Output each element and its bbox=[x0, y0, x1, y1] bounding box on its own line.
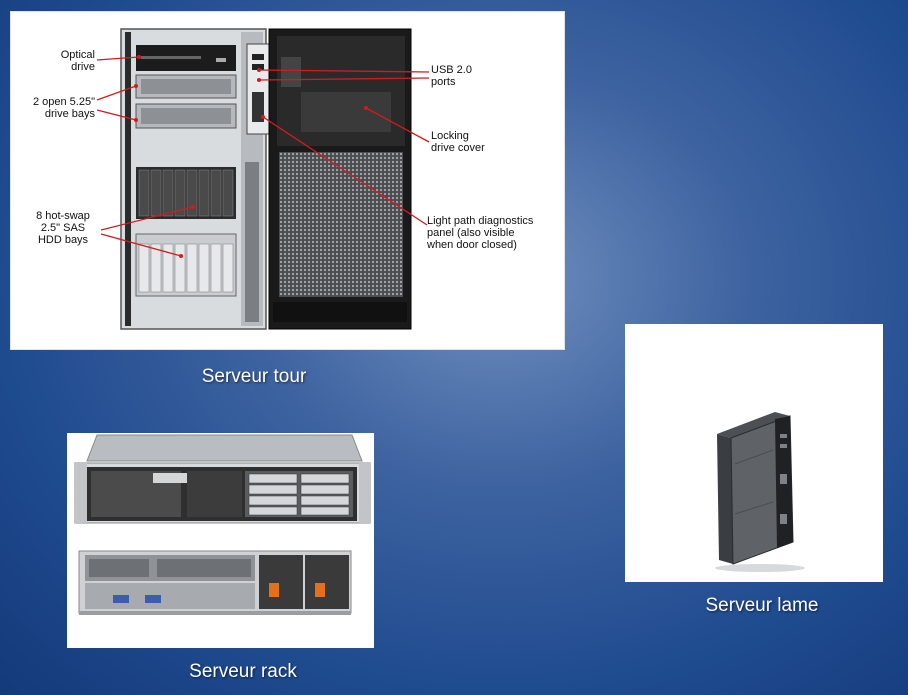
tower-server-illustration bbox=[96, 28, 430, 330]
callout-open-drive-bays: 2 open 5.25" drive bays bbox=[32, 96, 95, 120]
callout-locking-drive-cover: Locking drive cover bbox=[431, 130, 485, 154]
blade-server-image bbox=[625, 324, 883, 582]
rack-server-caption: Serveur rack bbox=[189, 661, 297, 682]
tower-server-image: Optical drive 2 open 5.25" drive bays 8 … bbox=[10, 11, 565, 350]
callout-optical-drive: Optical drive bbox=[60, 49, 95, 73]
rack-server-image bbox=[67, 433, 374, 648]
blade-server-illustration bbox=[715, 412, 805, 572]
callout-usb-ports: USB 2.0 ports bbox=[431, 64, 472, 88]
tower-server-caption: Serveur tour bbox=[201, 366, 307, 387]
callout-hdd-bays: 8 hot-swap 2.5" SAS HDD bays bbox=[36, 210, 90, 246]
rack-server-illustration bbox=[74, 434, 371, 615]
callout-light-path-panel: Light path diagnostics panel (also visib… bbox=[427, 215, 534, 251]
blade-server-caption: Serveur lame bbox=[705, 595, 819, 616]
